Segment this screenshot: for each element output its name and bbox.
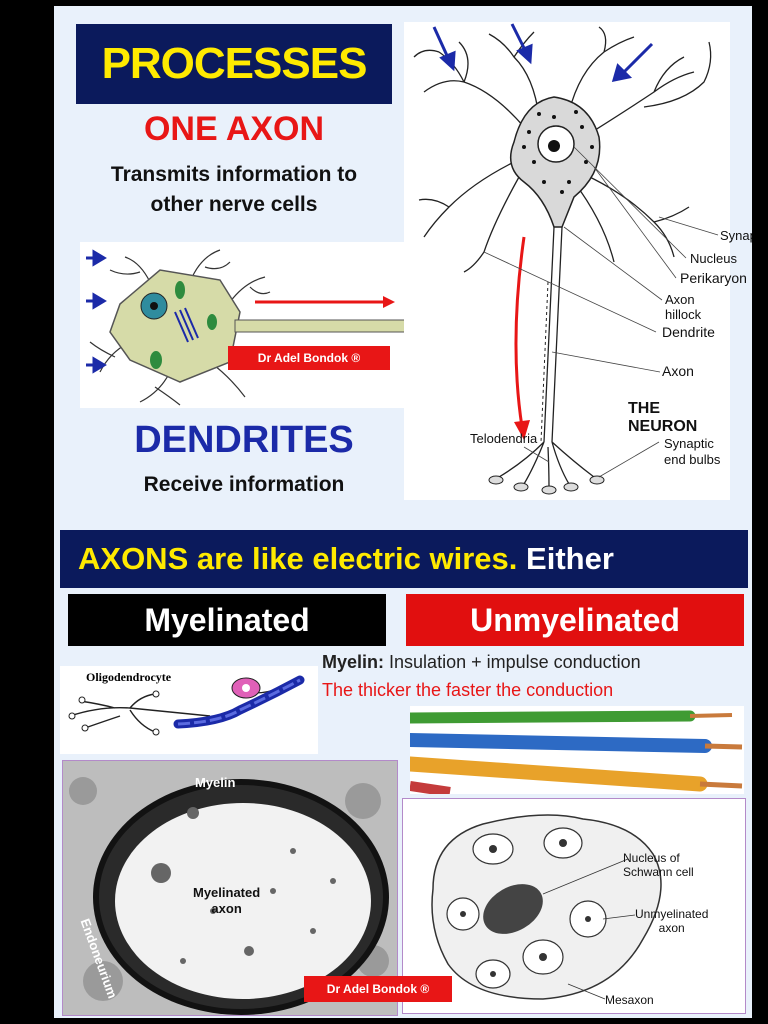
dendrites-description: Receive information bbox=[143, 473, 345, 496]
unmyelinated-label: Unmyelinated bbox=[406, 594, 744, 646]
label-nucleus: Nucleus bbox=[690, 251, 737, 266]
em-myelinated-image bbox=[63, 761, 397, 1015]
label-axon-hillock: Axon hillock bbox=[665, 292, 702, 322]
simple-neuron-diagram bbox=[86, 249, 451, 406]
label-axon: Axon bbox=[662, 363, 694, 379]
label-telodendria: Telodendria bbox=[470, 431, 538, 446]
myelin-text: Myelin: Insulation + impulse conduction bbox=[322, 652, 641, 672]
label-perikaryon: Perikaryon bbox=[680, 270, 747, 286]
oligodendrocyte-label: Oligodendrocyte bbox=[86, 670, 172, 684]
label-mesaxon: Mesaxon bbox=[605, 993, 654, 1007]
cell-body bbox=[109, 269, 241, 383]
label-synapses: Synapses bbox=[720, 228, 752, 243]
banner-part2: Either bbox=[526, 541, 614, 576]
em-label-myelinated-axon: Myelinated axon bbox=[193, 885, 261, 916]
label-dendrite: Dendrite bbox=[662, 324, 715, 340]
neuron-diagram bbox=[413, 23, 719, 495]
wires-image bbox=[402, 710, 743, 797]
oligodendrocyte-diagram bbox=[68, 675, 305, 736]
simple-neuron-panel: Dr Adel Bondok ® bbox=[80, 242, 452, 408]
myelinated-label: Myelinated bbox=[68, 594, 386, 646]
label-unmyelinated-axon: Unmyelinated axon bbox=[635, 907, 709, 935]
axon-interior bbox=[115, 803, 371, 999]
slide: PROCESSES ONE AXON Transmits information… bbox=[54, 6, 752, 1018]
watermark-bottom: Dr Adel Bondok ® bbox=[304, 976, 452, 1002]
thicker-text: The thicker the faster the conduction bbox=[322, 680, 614, 700]
dendrites-title: DENDRITES bbox=[134, 419, 354, 461]
label-synaptic-end-bulbs: Synaptic end bulbs bbox=[664, 436, 721, 467]
neuron-axon bbox=[543, 226, 563, 443]
em-label-myelin: Myelin bbox=[195, 775, 236, 790]
schwann-panel: Nucleus of Schwann cell Unmyelinated axo… bbox=[402, 798, 746, 1014]
watermark-top: Dr Adel Bondok ® bbox=[228, 346, 390, 370]
one-axon-title: ONE AXON bbox=[143, 110, 325, 148]
em-myelinated-panel: Myelin Myelinated axon Endoneurium bbox=[62, 760, 398, 1016]
axons-banner: AXONS are like electric wires. Either bbox=[60, 530, 748, 588]
schwann-nucleus bbox=[483, 884, 543, 934]
neuron-diagram-panel: Synapses Nucleus Perikaryon Axon hillock… bbox=[404, 22, 752, 500]
label-nucleus-of-schwann-cell: Nucleus of Schwann cell bbox=[623, 851, 694, 879]
schwann-diagram bbox=[431, 814, 662, 1000]
axon-description: Transmits information to other nerve cel… bbox=[110, 163, 358, 216]
processes-title: PROCESSES bbox=[76, 24, 392, 104]
banner-part1: AXONS are like electric wires. bbox=[78, 541, 518, 576]
oligodendrocyte-panel: Oligodendrocyte bbox=[60, 666, 318, 754]
neuron-title: THE NEURON bbox=[628, 400, 698, 435]
wires-panel bbox=[402, 706, 744, 797]
